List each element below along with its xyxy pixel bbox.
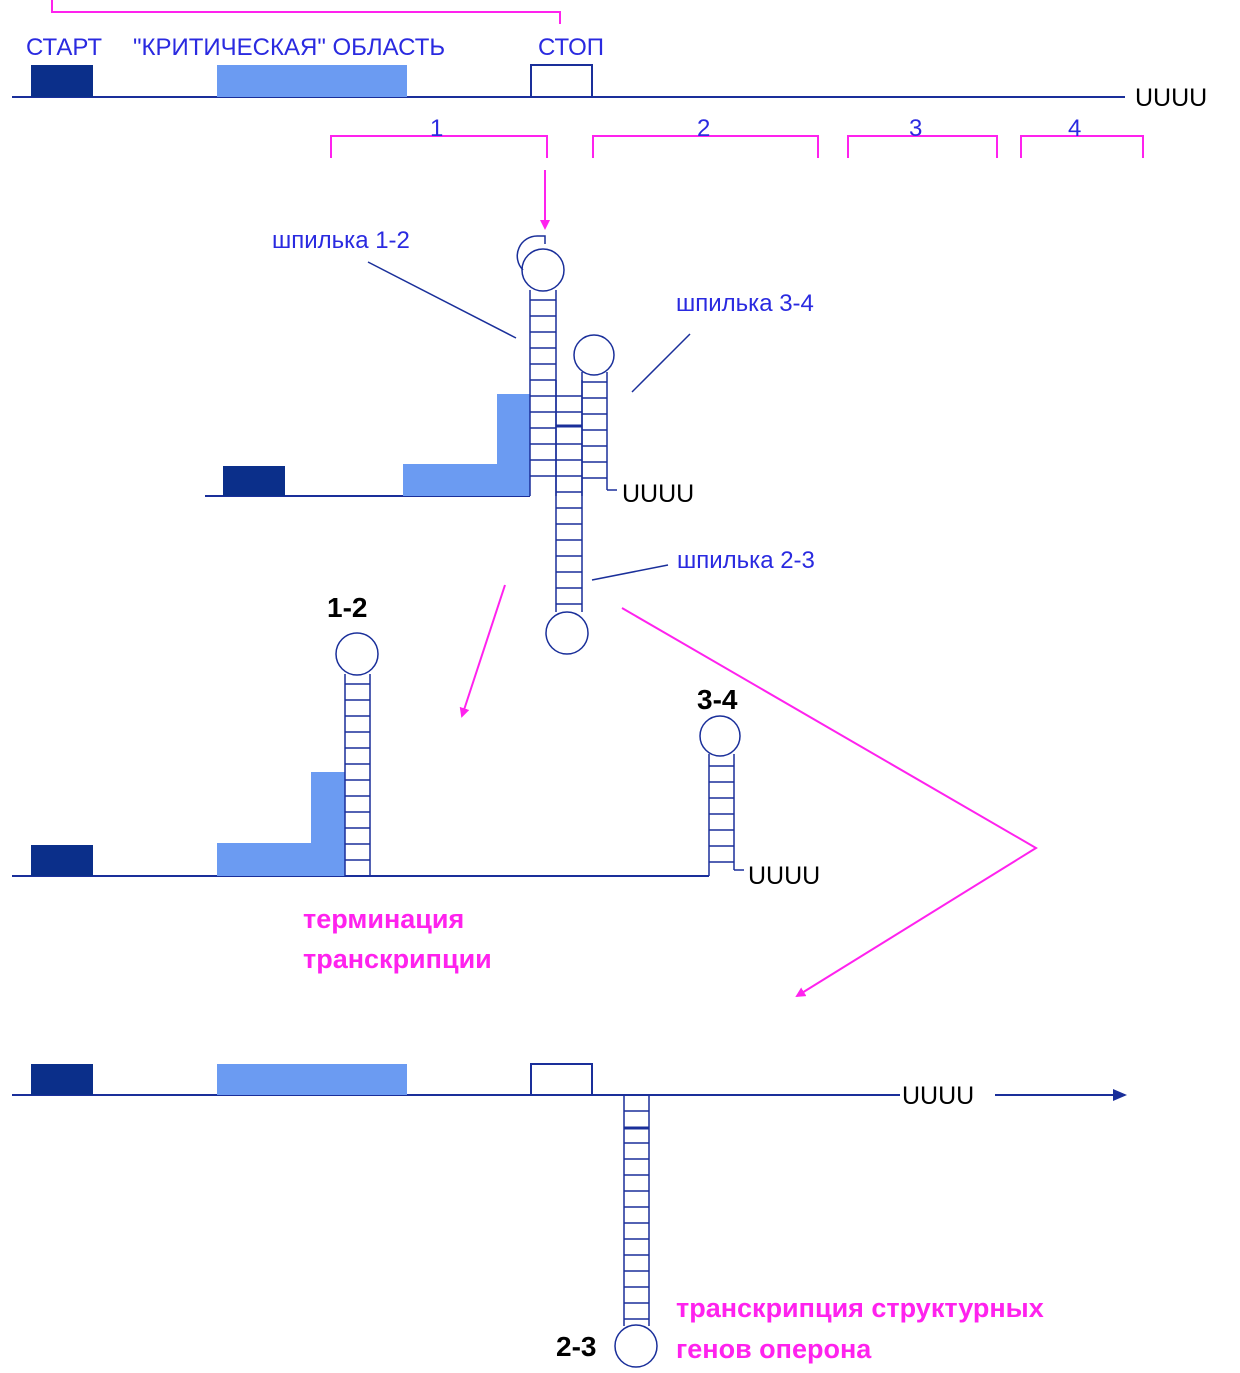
folded-critical-block <box>403 394 530 496</box>
termination-caption-2: транскрипции <box>303 944 492 974</box>
hairpin-23-pointer <box>592 565 668 580</box>
region-1-label: 1 <box>430 115 443 142</box>
term-stem-12-label: 1-2 <box>327 592 367 623</box>
region-4-label: 4 <box>1068 115 1081 142</box>
term-hairpin-34 <box>700 716 744 876</box>
hairpin-34-pointer <box>632 334 690 392</box>
term-start-block <box>31 845 93 876</box>
hairpin-34-stem <box>574 335 617 496</box>
antitermination-state: UUUU 2-3 транскрипция структурных генов … <box>12 1064 1125 1367</box>
term-critical-block <box>217 772 345 876</box>
arrow-to-termination <box>462 585 505 716</box>
folded-leader: UUUU шпилька 1-2 шпилька 3-4 шпилька 2-3 <box>205 227 815 654</box>
term-stem-34-label: 3-4 <box>697 684 738 715</box>
leader-map: СТАРТ "КРИТИЧЕСКАЯ" ОБЛАСТЬ СТОП UUUU 1 … <box>12 0 1207 228</box>
hairpin-23-stem <box>546 380 588 654</box>
anti-hairpin-23 <box>615 1095 657 1367</box>
poly-u-label: UUUU <box>1135 84 1207 112</box>
anti-stop-block <box>531 1064 592 1095</box>
hairpin-12-pointer <box>368 262 516 338</box>
start-label: СТАРТ <box>26 34 102 61</box>
region-2-label: 2 <box>697 115 710 142</box>
termination-state: 1-2 3-4 UUUU терминация транскрипции <box>12 592 820 974</box>
critical-region-label: "КРИТИЧЕСКАЯ" ОБЛАСТЬ <box>133 34 445 61</box>
anti-poly-u: UUUU <box>902 1082 974 1110</box>
termination-caption-1: терминация <box>303 904 464 934</box>
folded-poly-u: UUUU <box>622 480 694 508</box>
region-3-label: 3 <box>909 115 922 142</box>
region-3-bracket <box>848 136 997 158</box>
region-4-bracket <box>1021 136 1143 158</box>
anti-critical-block <box>217 1064 407 1095</box>
hairpin-12-label: шпилька 1-2 <box>272 227 410 254</box>
critical-block <box>217 65 407 97</box>
folded-start-block <box>223 466 285 496</box>
stop-label: СТОП <box>538 34 604 61</box>
anti-stem-23-label: 2-3 <box>556 1331 596 1362</box>
term-poly-u: UUUU <box>748 862 820 890</box>
arrow-to-antitermination <box>622 608 1036 996</box>
stop-block <box>531 65 592 97</box>
antitermination-caption-2: генов оперона <box>676 1334 872 1364</box>
hairpin-34-label: шпилька 3-4 <box>676 290 814 317</box>
start-block <box>31 65 93 97</box>
top-bracket <box>52 0 560 24</box>
anti-start-block <box>31 1064 93 1095</box>
hairpin-23-label: шпилька 2-3 <box>677 547 815 574</box>
antitermination-caption-1: транскрипция структурных <box>676 1293 1044 1323</box>
